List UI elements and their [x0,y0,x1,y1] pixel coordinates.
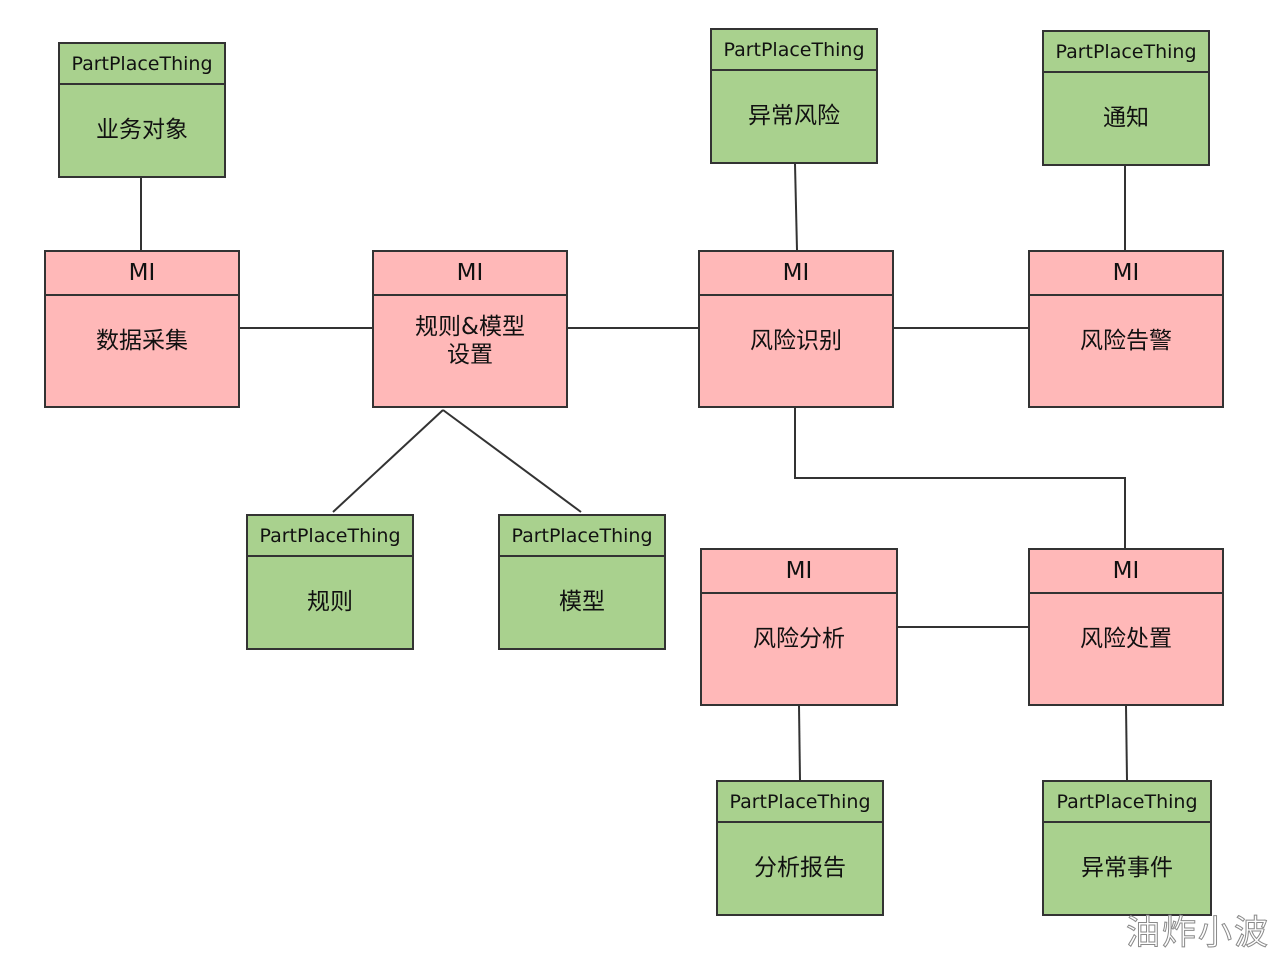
node-label-line: 规则 [307,588,353,615]
node-label: 异常事件 [1044,823,1210,914]
node-risk-handling[interactable]: MI 风险处置 [1028,548,1224,706]
node-risk-alert[interactable]: MI 风险告警 [1028,250,1224,408]
node-label: 风险告警 [1030,296,1222,406]
node-analysis-report[interactable]: PartPlaceThing 分析报告 [716,780,884,916]
node-stereotype: MI [1030,252,1222,296]
node-label-line: 模型 [559,588,605,615]
node-rule[interactable]: PartPlaceThing 规则 [246,514,414,650]
node-label: 风险分析 [702,594,896,704]
connector-abnormal-risk-to-risk-identification [794,163,798,251]
node-stereotype: PartPlaceThing [60,44,224,85]
connector-rule-model-setup-to-rule [332,409,444,513]
node-label: 分析报告 [718,823,882,914]
node-abnormal-risk[interactable]: PartPlaceThing 异常风险 [710,28,878,164]
node-label: 数据采集 [46,296,238,406]
node-label-line: 设置 [447,342,493,368]
node-business-object[interactable]: PartPlaceThing 业务对象 [58,42,226,178]
node-stereotype: MI [46,252,238,296]
node-label-line: 风险处置 [1080,626,1172,653]
node-label-line: 数据采集 [96,328,188,355]
node-stereotype: MI [700,252,892,296]
node-stereotype: PartPlaceThing [718,782,882,823]
node-label: 模型 [500,557,664,648]
node-label-line: 规则&模型 [415,314,525,341]
connector-risk-identification-to-risk-handling [794,408,1126,548]
node-label: 业务对象 [60,85,224,176]
node-stereotype: PartPlaceThing [1044,782,1210,823]
node-label-line: 风险分析 [753,626,845,653]
node-label-line: 异常风险 [748,102,840,129]
node-stereotype: PartPlaceThing [500,516,664,557]
node-model[interactable]: PartPlaceThing 模型 [498,514,666,650]
node-label: 通知 [1044,73,1208,164]
node-label-line: 业务对象 [96,116,188,143]
node-risk-analysis[interactable]: MI 风险分析 [700,548,898,706]
node-notification[interactable]: PartPlaceThing 通知 [1042,30,1210,166]
connector-risk-handling-to-abnormal-event [1125,705,1128,781]
node-label: 规则&模型 设置 [374,296,566,406]
connector-rule-model-setup-to-model [442,409,582,513]
watermark-text: 油炸小波 [1126,913,1270,954]
node-stereotype: MI [702,550,896,594]
node-label: 风险识别 [700,296,892,406]
node-label-line: 异常事件 [1081,854,1173,881]
node-stereotype: MI [374,252,566,296]
node-label: 风险处置 [1030,594,1222,704]
node-data-collection[interactable]: MI 数据采集 [44,250,240,408]
node-stereotype: PartPlaceThing [712,30,876,71]
connector-risk-analysis-to-analysis-report [798,705,801,781]
node-rule-model-setup[interactable]: MI 规则&模型 设置 [372,250,568,408]
node-label-line: 风险告警 [1080,328,1172,355]
node-label: 异常风险 [712,71,876,162]
node-label-line: 通知 [1103,104,1149,131]
node-label-line: 风险识别 [750,328,842,355]
node-label-line: 分析报告 [754,854,846,881]
node-stereotype: PartPlaceThing [248,516,412,557]
node-label: 规则 [248,557,412,648]
node-abnormal-event[interactable]: PartPlaceThing 异常事件 [1042,780,1212,916]
node-stereotype: PartPlaceThing [1044,32,1208,73]
node-risk-identification[interactable]: MI 风险识别 [698,250,894,408]
node-stereotype: MI [1030,550,1222,594]
